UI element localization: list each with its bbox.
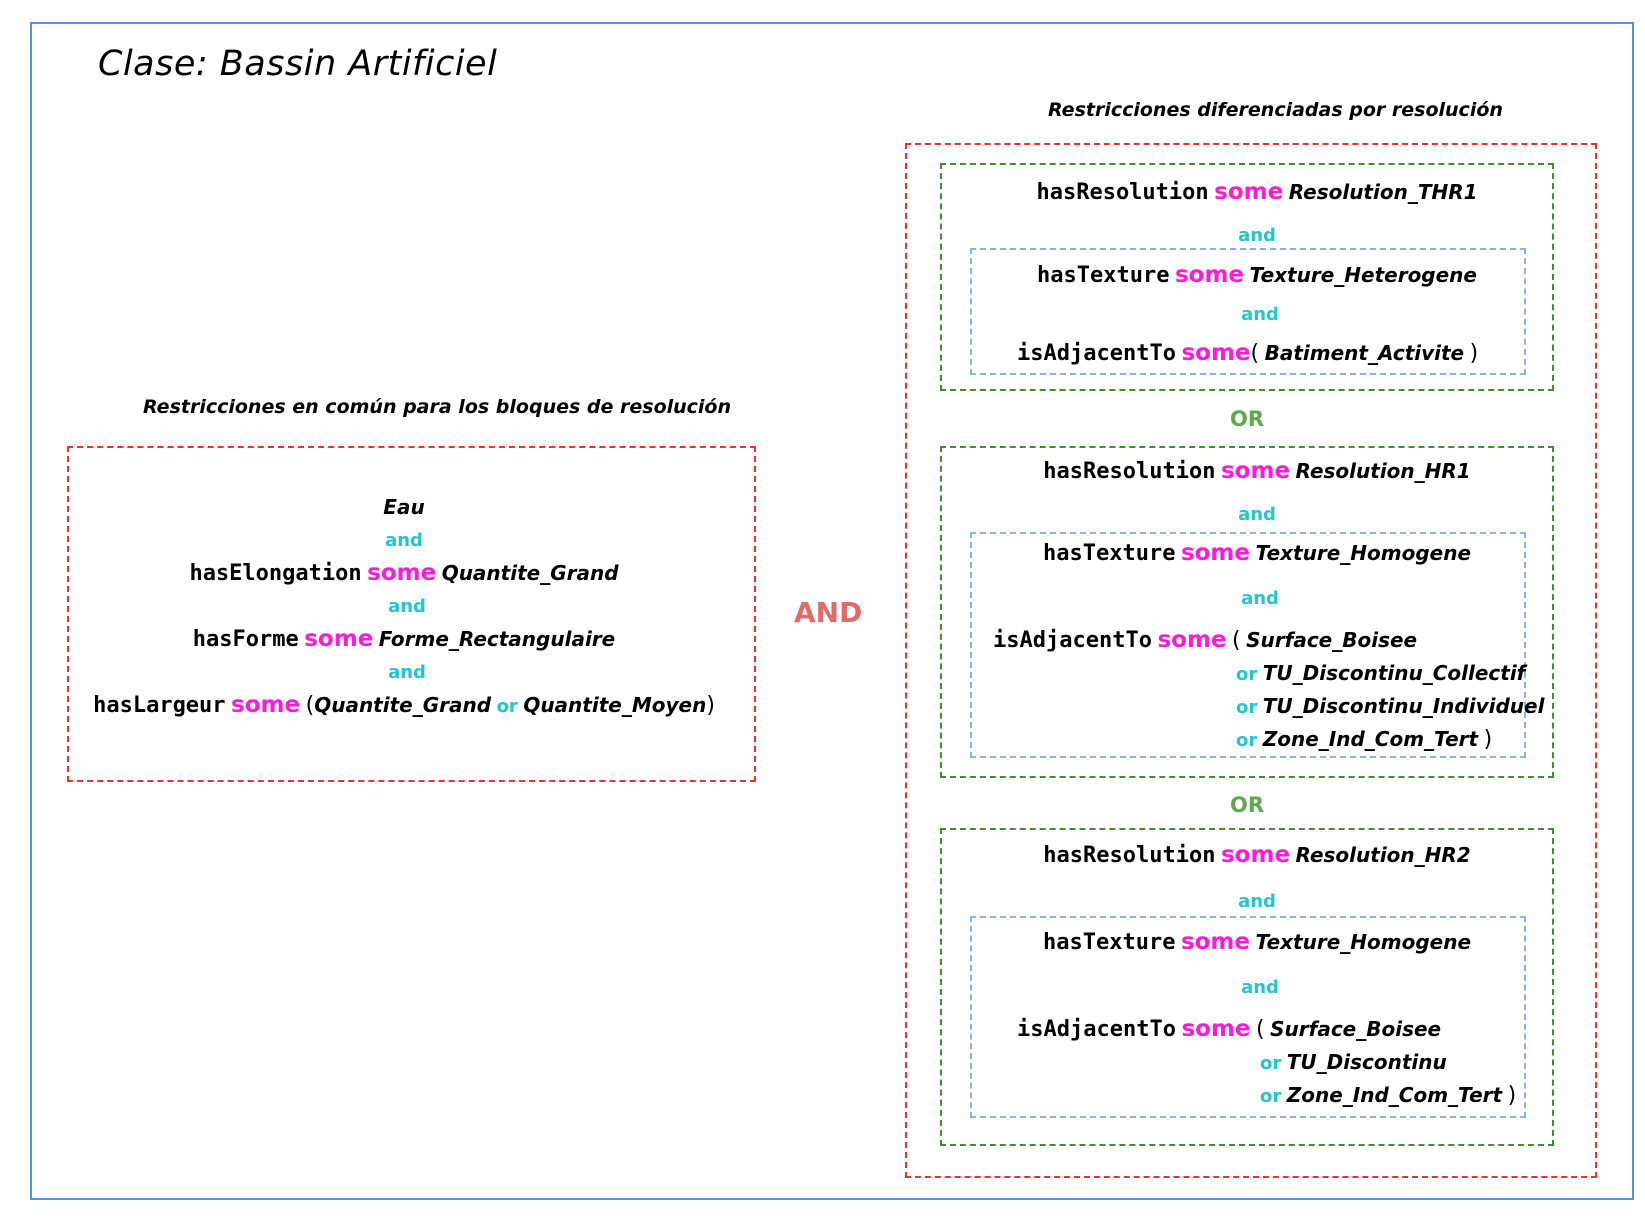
texture-adjacency-box (970, 916, 1526, 1118)
some-keyword: some (1214, 179, 1284, 205)
largeur-restriction: hasLargeur some (Quantite_Grand or Quant… (93, 692, 715, 718)
or-connector: or (1236, 697, 1258, 718)
or-connector: or (1236, 664, 1258, 685)
or-operator: OR (1229, 407, 1265, 431)
some-keyword: some (1157, 627, 1227, 653)
and-connector: and (1238, 891, 1276, 912)
adjacency-alternative: or TU_Discontinu_Collectif (1236, 660, 1525, 686)
adjacency-alternative: or TU_Discontinu_Individuel (1236, 693, 1544, 719)
class-value: Quantite_Grand (314, 693, 492, 717)
open-paren: ( (1232, 628, 1241, 653)
class-value: Quantite_Grand (441, 561, 619, 585)
or-operator: OR (1229, 793, 1265, 817)
and-connector: and (388, 596, 426, 617)
class-value: Zone_Ind_Com_Tert (1286, 1083, 1503, 1107)
property-name: isAdjacentTo (1017, 341, 1176, 366)
and-connector: and (1241, 304, 1279, 325)
class-value: TU_Discontinu_Individuel (1262, 694, 1545, 718)
texture-restriction: hasTexture some Texture_Homogene (1043, 540, 1471, 566)
and-connector: and (1238, 504, 1276, 525)
and-connector: and (1241, 588, 1279, 609)
texture-restriction: hasTexture some Texture_Homogene (1043, 929, 1471, 955)
property-name: hasTexture (1042, 541, 1176, 566)
some-keyword: some (1181, 340, 1251, 366)
class-value: Resolution_THR1 (1288, 180, 1478, 204)
property-name: hasForme (192, 627, 299, 652)
resolution-block-hr2 (940, 828, 1554, 1146)
close-paren: ) (1483, 727, 1493, 752)
class-value: Batiment_Activite (1264, 341, 1465, 365)
class-value: Zone_Ind_Com_Tert (1262, 727, 1479, 751)
some-keyword: some (1180, 929, 1251, 955)
property-name: hasResolution (1043, 843, 1216, 868)
common-restrictions-box (67, 446, 756, 782)
some-keyword: some (231, 692, 301, 718)
resolution-restriction: hasResolution some Resolution_HR2 (1043, 842, 1470, 868)
class-value: Texture_Homogene (1255, 541, 1472, 565)
class-value: Surface_Boisee (1246, 628, 1418, 652)
texture-adjacency-box (970, 532, 1526, 758)
and-operator: AND (794, 596, 863, 629)
class-title: Clase: Bassin Artificiel (98, 44, 498, 84)
some-keyword: some (1180, 540, 1251, 566)
adjacency-alternative: or Zone_Ind_Com_Tert ) (1260, 1082, 1516, 1108)
class-frame (30, 22, 1634, 1200)
property-name: hasTexture (1037, 263, 1170, 288)
or-connector: or (1260, 1053, 1282, 1074)
differentiated-restrictions-header: Restricciones diferenciadas por resoluci… (1048, 99, 1503, 121)
class-value: TU_Discontinu_Collectif (1262, 661, 1526, 685)
and-connector: and (388, 662, 426, 683)
property-name: isAdjacentTo (993, 628, 1152, 653)
common-restrictions-header: Restricciones en común para los bloques … (143, 396, 732, 418)
forme-restriction: hasForme some Forme_Rectangulaire (193, 626, 615, 652)
some-keyword: some (304, 626, 374, 652)
differentiated-restrictions-box (905, 143, 1597, 1178)
property-name: hasResolution (1036, 180, 1209, 205)
class-value: TU_Discontinu (1286, 1050, 1447, 1074)
or-connector: or (1260, 1086, 1282, 1107)
resolution-restriction: hasResolution some Resolution_THR1 (1036, 179, 1477, 205)
class-value: Quantite_Moyen (523, 693, 707, 717)
property-name: hasElongation (189, 561, 362, 586)
some-keyword: some (1220, 842, 1291, 868)
or-connector: or (1236, 730, 1258, 751)
open-paren: ( (1250, 341, 1260, 366)
class-value: Texture_Homogene (1255, 930, 1472, 954)
elongation-restriction: hasElongation some Quantite_Grand (189, 560, 618, 586)
close-paren: ) (1507, 1083, 1517, 1108)
class-value: Resolution_HR1 (1295, 459, 1471, 483)
adjacency-restriction: isAdjacentTo some( Batiment_Activite ) (1017, 340, 1478, 366)
or-connector: or (496, 696, 518, 717)
close-paren: ) (1469, 341, 1479, 366)
property-name: isAdjacentTo (1017, 1017, 1176, 1042)
class-value: Forme_Rectangulaire (378, 627, 616, 651)
adjacency-restriction: isAdjacentTo some ( Surface_Boisee (993, 627, 1417, 653)
some-keyword: some (1174, 262, 1245, 288)
class-value: Texture_Heterogene (1249, 263, 1477, 287)
adjacency-restriction: isAdjacentTo some ( Surface_Boisee (1017, 1016, 1441, 1042)
adjacency-alternative: or Zone_Ind_Com_Tert ) (1236, 726, 1492, 752)
some-keyword: some (1220, 458, 1291, 484)
class-eau: Eau (383, 495, 425, 519)
resolution-block-thr1 (940, 163, 1554, 391)
resolution-block-hr1 (940, 446, 1554, 778)
resolution-restriction: hasResolution some Resolution_HR1 (1043, 458, 1470, 484)
texture-adjacency-box (970, 248, 1526, 375)
some-keyword: some (367, 560, 437, 586)
property-name: hasLargeur (93, 693, 226, 718)
class-value: Resolution_HR2 (1295, 843, 1471, 867)
class-value: Surface_Boisee (1270, 1017, 1442, 1041)
open-paren: ( (1256, 1017, 1265, 1042)
property-name: hasResolution (1043, 459, 1216, 484)
close-paren: ) (706, 693, 715, 718)
some-keyword: some (1181, 1016, 1251, 1042)
property-name: hasTexture (1042, 930, 1176, 955)
adjacency-alternative: or TU_Discontinu (1260, 1049, 1447, 1075)
and-connector: and (385, 530, 423, 551)
and-connector: and (1238, 225, 1276, 246)
common-class-line: Eau (383, 494, 424, 520)
texture-restriction: hasTexture some Texture_Heterogene (1037, 262, 1477, 288)
open-paren: ( (305, 693, 315, 718)
and-connector: and (1241, 977, 1279, 998)
